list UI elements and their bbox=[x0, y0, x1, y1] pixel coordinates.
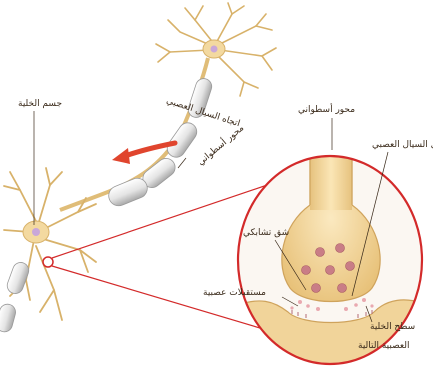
left-neuron-nucleus bbox=[32, 228, 40, 236]
lower-axon bbox=[0, 260, 31, 333]
impulse-arrowhead bbox=[112, 148, 130, 164]
synapse-zoom bbox=[230, 150, 430, 370]
label-membrane-line1: سطح الخلية bbox=[370, 322, 415, 333]
label-receptors: مستقبلات عصبية bbox=[203, 288, 266, 299]
left-neuron bbox=[4, 168, 96, 320]
label-axon-top: محور أسطواني bbox=[298, 105, 355, 116]
label-neurotransmitter: ناقل السيال العصبي bbox=[372, 140, 433, 151]
upper-neuron-nucleus bbox=[211, 46, 218, 53]
myelin-sheath bbox=[106, 77, 214, 209]
synapse-marker bbox=[43, 257, 53, 267]
label-membrane-line2: العصبية التالية bbox=[358, 341, 410, 352]
label-cell-body: جسم الخلية bbox=[18, 99, 62, 110]
label-synaptic-cleft: شق تشابكي bbox=[243, 228, 289, 239]
